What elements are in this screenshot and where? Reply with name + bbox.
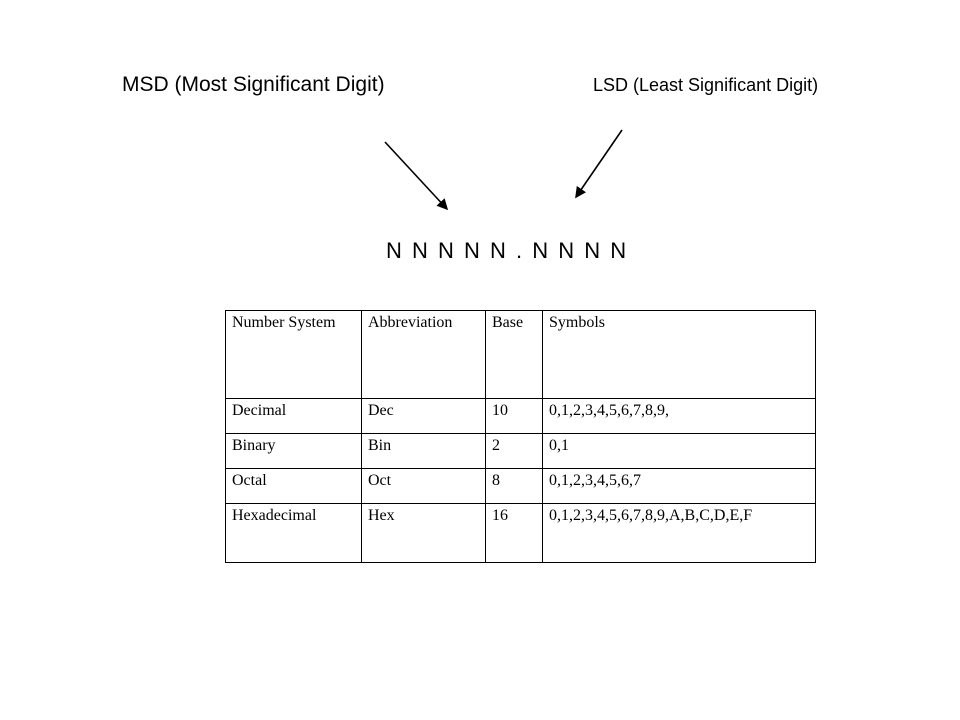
cell-base: 2 xyxy=(485,433,543,469)
cell-number-system: Decimal xyxy=(225,398,362,434)
cell-symbols: 0,1 xyxy=(542,433,816,469)
number-systems-table: Number System Abbreviation Base Symbols … xyxy=(225,310,816,563)
cell-base: 16 xyxy=(485,503,543,563)
digit-pattern: N N N N N . N N N N xyxy=(386,238,629,263)
table-row: Hexadecimal Hex 16 0,1,2,3,4,5,6,7,8,9,A… xyxy=(225,503,816,563)
cell-base: 10 xyxy=(485,398,543,434)
column-header-base: Base xyxy=(485,310,543,399)
table-row: Binary Bin 2 0,1 xyxy=(225,433,816,469)
msd-label: MSD (Most Significant Digit) xyxy=(122,73,385,96)
table-row: Decimal Dec 10 0,1,2,3,4,5,6,7,8,9, xyxy=(225,398,816,434)
cell-number-system: Hexadecimal xyxy=(225,503,362,563)
column-header-abbreviation: Abbreviation xyxy=(361,310,486,399)
table-header-row: Number System Abbreviation Base Symbols xyxy=(225,310,816,399)
cell-number-system: Binary xyxy=(225,433,362,469)
cell-base: 8 xyxy=(485,468,543,504)
column-header-number-system: Number System xyxy=(225,310,362,399)
cell-symbols: 0,1,2,3,4,5,6,7,8,9,A,B,C,D,E,F xyxy=(542,503,816,563)
msd-arrow xyxy=(384,141,449,211)
cell-abbreviation: Bin xyxy=(361,433,486,469)
cell-symbols: 0,1,2,3,4,5,6,7 xyxy=(542,468,816,504)
lsd-arrow xyxy=(575,129,623,199)
cell-number-system: Octal xyxy=(225,468,362,504)
table-row: Octal Oct 8 0,1,2,3,4,5,6,7 xyxy=(225,468,816,504)
lsd-label: LSD (Least Significant Digit) xyxy=(593,75,819,95)
column-header-symbols: Symbols xyxy=(542,310,816,399)
cell-abbreviation: Dec xyxy=(361,398,486,434)
cell-abbreviation: Oct xyxy=(361,468,486,504)
cell-abbreviation: Hex xyxy=(361,503,486,563)
cell-symbols: 0,1,2,3,4,5,6,7,8,9, xyxy=(542,398,816,434)
